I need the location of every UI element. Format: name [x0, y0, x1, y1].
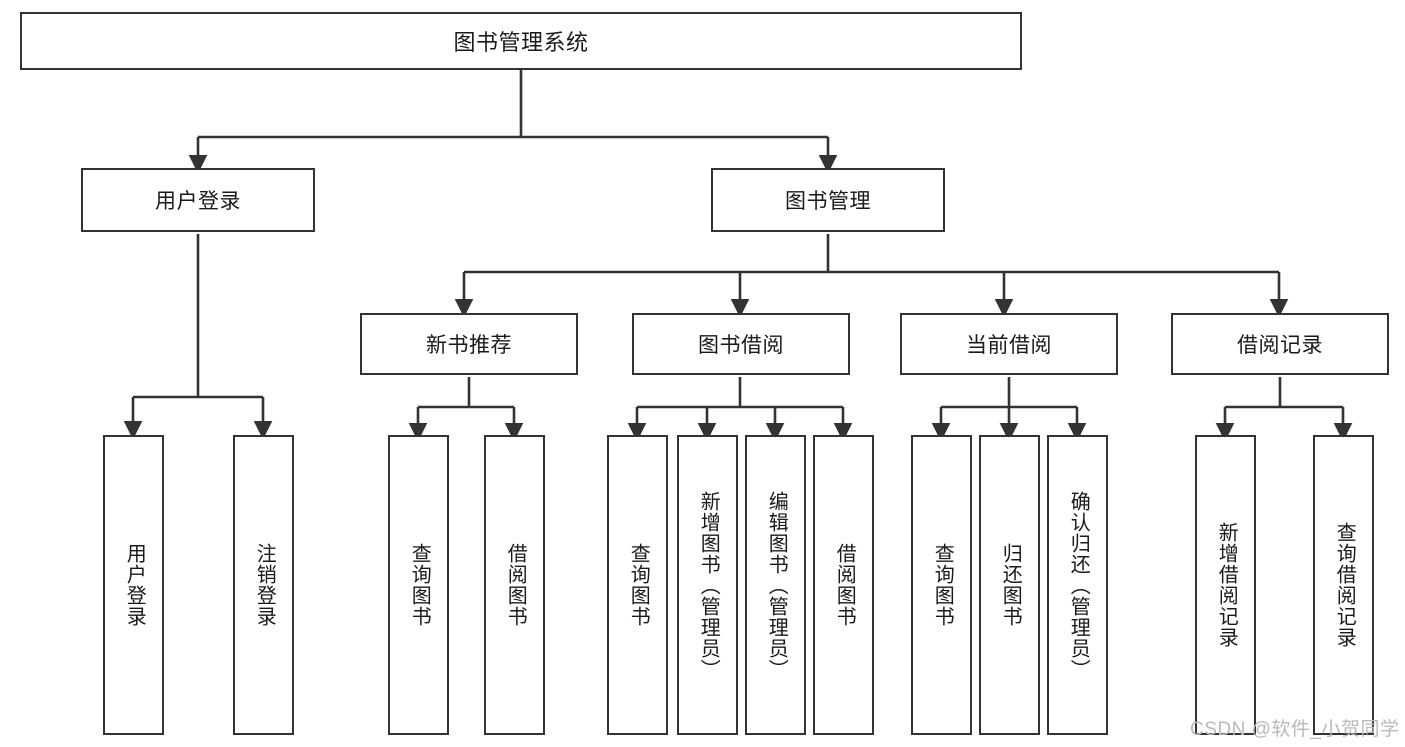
node-label: 编辑图书（管理员） [765, 490, 788, 680]
node-label: 用户登录 [123, 543, 146, 627]
leaf-book-borrow-add-book-admin[interactable]: 新增图书（管理员） [677, 435, 738, 735]
node-label: 归还图书 [999, 543, 1022, 627]
node-label: 查询图书 [931, 543, 954, 627]
node-book-borrow[interactable]: 图书借阅 [632, 313, 850, 375]
node-label: 新增借阅记录 [1215, 522, 1238, 648]
leaf-user-login-login[interactable]: 用户登录 [103, 435, 164, 735]
node-label: 注销登录 [253, 543, 276, 627]
node-label: 借阅图书 [833, 543, 856, 627]
leaf-current-borrow-confirm-return-admin[interactable]: 确认归还（管理员） [1047, 435, 1108, 735]
node-label: 用户登录 [155, 190, 241, 213]
node-root-book-management-system[interactable]: 图书管理系统 [20, 12, 1022, 70]
node-label: 新书推荐 [426, 334, 512, 357]
leaf-book-borrow-query-book[interactable]: 查询图书 [607, 435, 668, 735]
node-label: 新增图书（管理员） [697, 490, 720, 680]
csdn-watermark: CSDN @软件_小贺同学 [1190, 719, 1400, 740]
node-label: 查询借阅记录 [1333, 522, 1356, 648]
node-new-book-recommend[interactable]: 新书推荐 [360, 313, 578, 375]
node-label: 图书借阅 [698, 334, 784, 357]
leaf-book-borrow-borrow-book[interactable]: 借阅图书 [813, 435, 874, 735]
node-borrow-record[interactable]: 借阅记录 [1171, 313, 1389, 375]
node-label: 借阅图书 [504, 543, 527, 627]
leaf-new-book-borrow-book[interactable]: 借阅图书 [484, 435, 545, 735]
leaf-new-book-query-book[interactable]: 查询图书 [388, 435, 449, 735]
node-label: 查询图书 [408, 543, 431, 627]
leaf-user-login-logout[interactable]: 注销登录 [233, 435, 294, 735]
leaf-borrow-record-add-record[interactable]: 新增借阅记录 [1195, 435, 1256, 735]
node-book-management[interactable]: 图书管理 [711, 168, 945, 232]
node-user-login[interactable]: 用户登录 [81, 168, 315, 232]
node-label: 图书管理 [785, 190, 871, 213]
node-label: 确认归还（管理员） [1067, 490, 1090, 680]
leaf-borrow-record-query-record[interactable]: 查询借阅记录 [1313, 435, 1374, 735]
leaf-current-borrow-return-book[interactable]: 归还图书 [979, 435, 1040, 735]
node-label: 图书管理系统 [453, 30, 589, 55]
node-label: 当前借阅 [966, 334, 1052, 357]
node-label: 查询图书 [627, 543, 650, 627]
node-current-borrow[interactable]: 当前借阅 [900, 313, 1118, 375]
leaf-book-borrow-edit-book-admin[interactable]: 编辑图书（管理员） [745, 435, 806, 735]
leaf-current-borrow-query-book[interactable]: 查询图书 [911, 435, 972, 735]
node-label: 借阅记录 [1237, 334, 1323, 357]
